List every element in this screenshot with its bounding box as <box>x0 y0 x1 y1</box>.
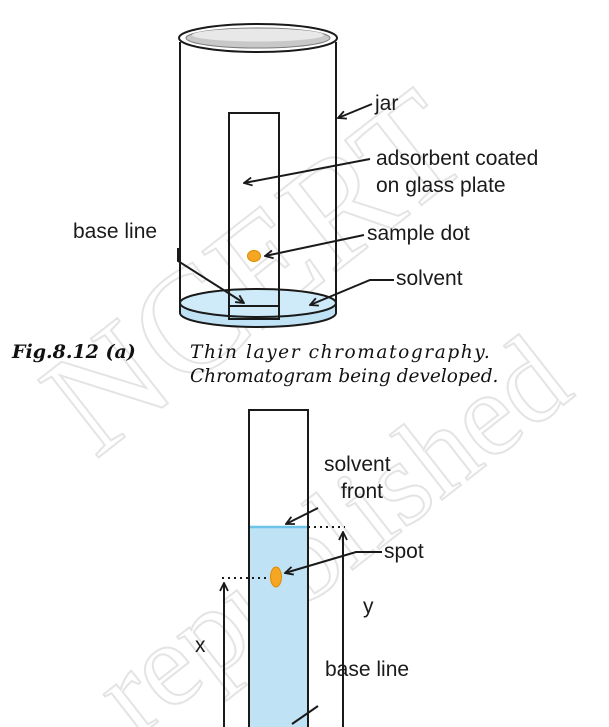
adsorbent-arrow <box>244 158 371 183</box>
label-solvent-front-line1: solvent <box>324 453 391 476</box>
base-line-arrow-b <box>291 705 319 725</box>
base-line-arrow <box>177 248 244 303</box>
solvent-arrow <box>310 279 394 305</box>
label-adsorbent-line2: on glass plate <box>376 174 506 197</box>
developed-spot <box>270 566 282 588</box>
developed-plate <box>248 409 309 727</box>
label-solvent-front-line2: front <box>341 480 383 503</box>
label-jar: jar <box>374 92 398 115</box>
jar-lid-highlight <box>192 28 324 42</box>
label-base-line-b: base line <box>325 658 409 681</box>
label-spot: spot <box>384 540 424 563</box>
label-solvent: solvent <box>396 267 463 290</box>
figure-a-caption: Fig.8.12 (a) Thin layer chromatography. … <box>11 341 498 387</box>
label-x: x <box>195 634 206 657</box>
figure-b-developed-plate: solvent front spot y x base line <box>195 409 424 727</box>
solvent-surface <box>179 288 337 318</box>
solvent-front-arrow <box>286 507 319 524</box>
spot-arrow <box>285 551 382 573</box>
caption-number: Fig.8.12 (a) <box>11 341 136 363</box>
solvent-region <box>249 527 308 727</box>
label-adsorbent-line1: adsorbent coated <box>376 147 538 170</box>
label-sample-dot: sample dot <box>367 222 470 245</box>
glass-plate <box>228 112 280 320</box>
label-y: y <box>363 595 374 618</box>
jar-arrow <box>338 103 373 118</box>
figure-a-jar-setup: jar adsorbent coated on glass plate base… <box>73 23 538 328</box>
caption-line2: Chromatogram being developed. <box>190 366 498 387</box>
sample-dot-arrow <box>265 234 365 256</box>
label-base-line: base line <box>73 220 157 243</box>
sample-dot <box>247 250 261 262</box>
caption-line1: Thin layer chromatography. <box>190 342 491 363</box>
